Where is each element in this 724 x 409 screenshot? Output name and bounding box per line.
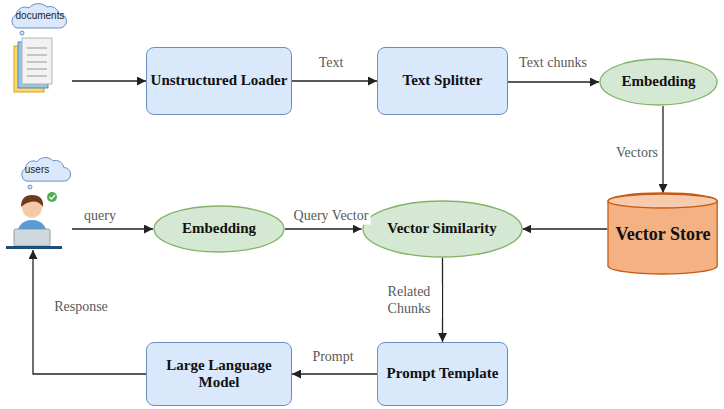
cylinder-body bbox=[608, 193, 717, 274]
document-icon bbox=[22, 38, 52, 84]
arrow-connector bbox=[522, 228, 607, 229]
edge-label: Text chunks bbox=[517, 55, 589, 72]
text-holder: Text Splitter bbox=[378, 48, 507, 114]
arrow-connector bbox=[292, 80, 377, 81]
arrow-connector bbox=[442, 258, 443, 342]
document-line bbox=[27, 54, 47, 55]
node-label: documents bbox=[16, 10, 65, 22]
ellipse-outline bbox=[154, 206, 284, 252]
cloud-dot bbox=[28, 185, 32, 189]
document-line bbox=[27, 47, 47, 48]
check-mark bbox=[50, 195, 56, 199]
cloud-bubble bbox=[12, 4, 66, 28]
text-holder: Large Language Model bbox=[147, 343, 291, 405]
node-label: Unstructured Loader bbox=[151, 72, 288, 89]
cloud-dot bbox=[20, 31, 24, 35]
text-holder: users bbox=[2, 156, 72, 250]
node-label: Embedding bbox=[182, 220, 256, 237]
arrow-connector bbox=[33, 250, 146, 374]
check-badge bbox=[47, 192, 57, 202]
process-box: Large Language Model bbox=[146, 342, 292, 406]
document-line bbox=[27, 75, 47, 76]
process-box: Text Splitter bbox=[377, 47, 508, 115]
arrow-connector bbox=[292, 373, 377, 374]
edge-label: Prompt bbox=[310, 349, 355, 366]
ellipse-outline bbox=[600, 59, 717, 105]
edge-label: query bbox=[82, 208, 118, 225]
arrow-connector bbox=[508, 81, 599, 82]
node-label: Large Language Model bbox=[147, 357, 291, 392]
arrow-connector bbox=[72, 228, 153, 229]
text-holder: Unstructured Loader bbox=[147, 48, 291, 114]
node-label: users bbox=[25, 164, 49, 176]
edge-label: Vectors bbox=[614, 145, 660, 162]
process-ellipse: Embedding bbox=[153, 205, 285, 253]
person-hair bbox=[21, 195, 43, 207]
document-line bbox=[27, 68, 47, 69]
text-holder: Embedding bbox=[153, 205, 285, 253]
user-node: users bbox=[2, 156, 72, 250]
node-label: Prompt Template bbox=[387, 365, 499, 382]
text-holder: Prompt Template bbox=[378, 343, 507, 405]
arrow-connector bbox=[662, 106, 663, 193]
edge-label: Related Chunks bbox=[376, 284, 442, 318]
laptop-base bbox=[6, 246, 62, 249]
arrow-connector bbox=[285, 228, 362, 229]
text-holder: documents bbox=[8, 2, 72, 102]
laptop-screen bbox=[14, 229, 50, 246]
process-ellipse: Embedding bbox=[599, 58, 718, 106]
edge-label: Text bbox=[317, 55, 346, 72]
process-ellipse: Vector Similarity bbox=[362, 200, 523, 258]
documents-node: documents bbox=[8, 2, 72, 102]
node-label: Vector Store bbox=[615, 224, 710, 245]
node-label: Text Splitter bbox=[403, 72, 483, 89]
text-holder: Embedding bbox=[599, 58, 718, 106]
process-box: Prompt Template bbox=[377, 342, 508, 406]
text-holder: Vector Similarity bbox=[362, 200, 523, 258]
document-line bbox=[27, 61, 47, 62]
ellipse-outline bbox=[363, 201, 522, 257]
cylinder-top bbox=[608, 194, 717, 208]
edge-label: Response bbox=[52, 299, 110, 316]
edge-label: Query Vector bbox=[292, 208, 371, 225]
process-box: Unstructured Loader bbox=[146, 47, 292, 115]
text-holder: Vector Store bbox=[607, 193, 718, 275]
database-cylinder: Vector Store bbox=[607, 193, 718, 275]
arrow-connector bbox=[72, 80, 146, 81]
cloud-bubble bbox=[22, 158, 71, 182]
node-label: Embedding bbox=[621, 73, 695, 90]
node-label: Vector Similarity bbox=[387, 220, 497, 237]
